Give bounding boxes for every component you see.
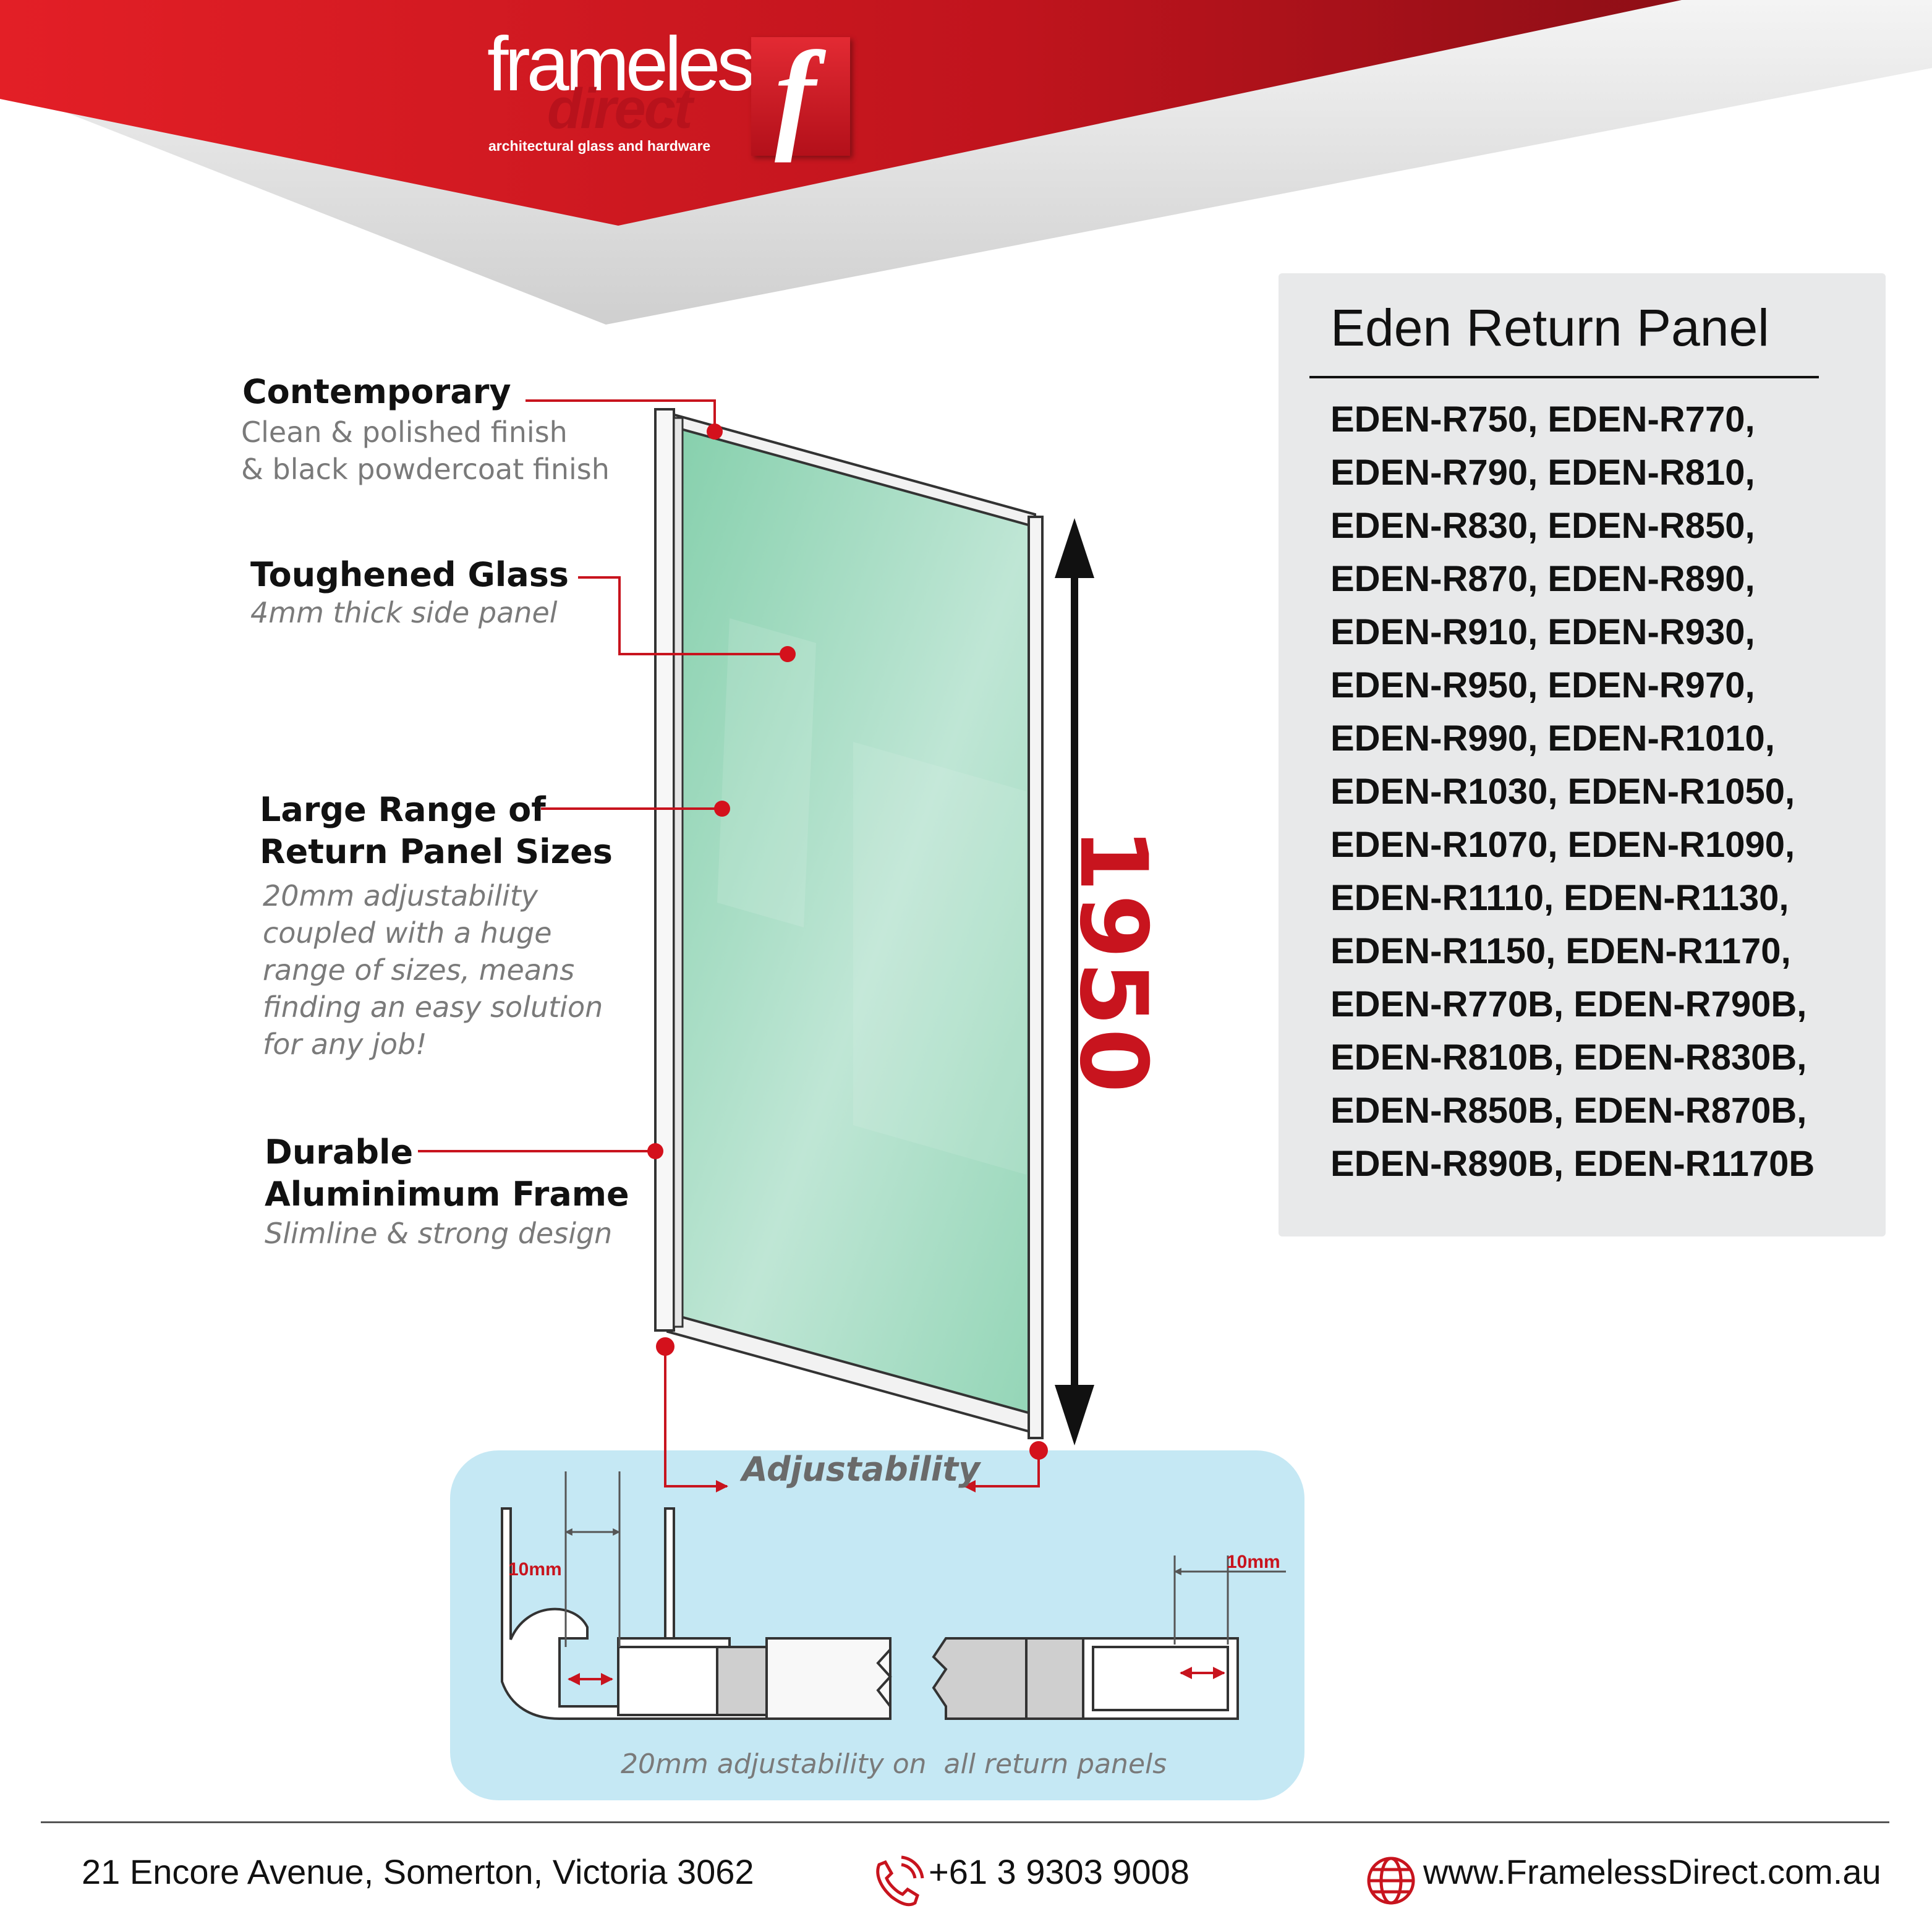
model-list-item: EDEN-R990, EDEN-R1010, [1330,718,1775,759]
feature-title-sizes-1: Large Range of [260,790,546,829]
feature-desc-sizes-1: 20mm adjustability [263,879,538,913]
brand-tagline: architectural glass and hardware [488,138,711,154]
arrow-down-icon [1055,1385,1094,1445]
feature-title-contemporary: Contemporary [242,372,511,411]
marker-frame-finish [707,423,723,440]
model-list-item: EDEN-R770B, EDEN-R790B, [1330,984,1807,1024]
model-list-item: EDEN-R1150, EDEN-R1170, [1330,931,1791,971]
right-stile [1028,516,1044,1439]
model-list-item: EDEN-R950, EDEN-R970, [1330,665,1755,705]
model-list-item: EDEN-R1110, EDEN-R1130, [1330,878,1789,918]
product-title-divider [1309,376,1819,378]
gap-arrows [568,1667,1225,1685]
model-list-item: EDEN-R1030, EDEN-R1050, [1330,772,1795,812]
feature-desc-sizes-4: finding an easy solution [263,990,603,1024]
feature-markers [647,423,796,1159]
feature-desc-finish-2: & black powdercoat finish [241,453,610,486]
feature-desc-glass: 4mm thick side panel [250,596,558,629]
height-dimension-label: 1950 [1059,827,1167,1096]
feature-title-sizes-2: Return Panel Sizes [260,832,613,871]
footer-divider [41,1821,1889,1823]
arrow-up-icon [1055,518,1094,578]
brand-subword: direct [547,77,693,140]
model-list-item: EDEN-R850B, EDEN-R870B, [1330,1091,1807,1131]
feature-desc-sizes-5: for any job! [263,1028,427,1061]
model-list-item: EDEN-R890B, EDEN-R1170B [1330,1144,1815,1184]
gap-dimensions [564,1471,1286,1647]
model-list-item: EDEN-R1070, EDEN-R1090, [1330,825,1795,865]
profile-cross-section [501,1507,1239,1720]
feature-title-glass: Toughened Glass [250,555,569,594]
marker-frame [647,1143,663,1159]
left-gap-label: 10mm [508,1559,562,1580]
feature-desc-frame: Slimline & strong design [265,1217,613,1250]
feature-desc-sizes-2: coupled with a huge [263,916,552,950]
height-dimension [1055,518,1094,1445]
model-list: EDEN-R750, EDEN-R770, EDEN-R790, EDEN-R8… [1330,393,1815,1191]
model-list-item: EDEN-R810B, EDEN-R830B, [1330,1037,1807,1078]
product-title: Eden Return Panel [1330,299,1769,357]
feature-title-frame-1: Durable [265,1133,414,1172]
marker-sizes [714,801,730,817]
adjustability-label: Adjustability [742,1450,981,1489]
feature-leaders [418,399,788,1152]
feature-title-frame-2: Aluminimum Frame [265,1175,629,1214]
model-list-item: EDEN-R830, EDEN-R850, [1330,506,1755,546]
model-list-item: EDEN-R870, EDEN-R890, [1330,559,1755,599]
right-gap-label: 10mm [1227,1552,1280,1572]
adjustability-caption: 20mm adjustability on all return panels [621,1748,1167,1780]
model-list-item: EDEN-R910, EDEN-R930, [1330,612,1755,652]
left-channel-profile [501,1507,768,1720]
phone-icon [876,1855,924,1907]
footer-address: 21 Encore Avenue, Somerton, Victoria 306… [82,1852,754,1891]
footer-phone[interactable]: +61 3 9303 9008 [929,1852,1189,1891]
globe-icon [1367,1857,1415,1905]
model-list-item: EDEN-R790, EDEN-R810, [1330,453,1755,493]
adjustability-arrows [656,1337,1048,1492]
feature-desc-finish-1: Clean & polished finish [241,415,568,449]
model-list-item: EDEN-R750, EDEN-R770, [1330,399,1755,440]
marker-glass [780,646,796,662]
product-info-panel [1279,273,1886,1236]
brand-logo-mark: f [751,33,850,157]
feature-desc-sizes-3: range of sizes, means [263,953,575,987]
return-panel-drawing [654,408,1044,1439]
brand-wordmark: frameless [487,22,789,107]
wall-channel [654,408,675,1332]
footer-website[interactable]: www.FramelessDirect.com.au [1423,1852,1881,1891]
